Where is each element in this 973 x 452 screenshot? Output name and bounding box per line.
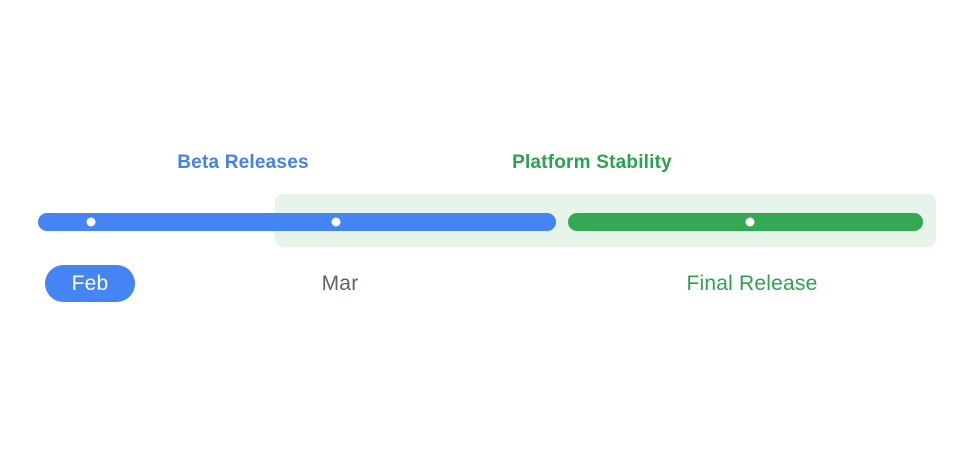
beta-releases-heading: Beta Releases <box>177 152 309 173</box>
beta-releases-bar <box>38 213 556 231</box>
final-release-milestone-dot <box>745 217 755 227</box>
feb-milestone-dot <box>86 217 96 227</box>
platform-stability-heading: Platform Stability <box>512 152 672 173</box>
mar-label: Mar <box>321 272 359 295</box>
feb-label: Feb <box>71 271 109 295</box>
final-release-label: Final Release <box>686 272 818 295</box>
feb-label-pill: Feb <box>45 265 135 302</box>
platform-stability-bar <box>568 213 923 231</box>
mar-milestone-dot <box>331 217 341 227</box>
